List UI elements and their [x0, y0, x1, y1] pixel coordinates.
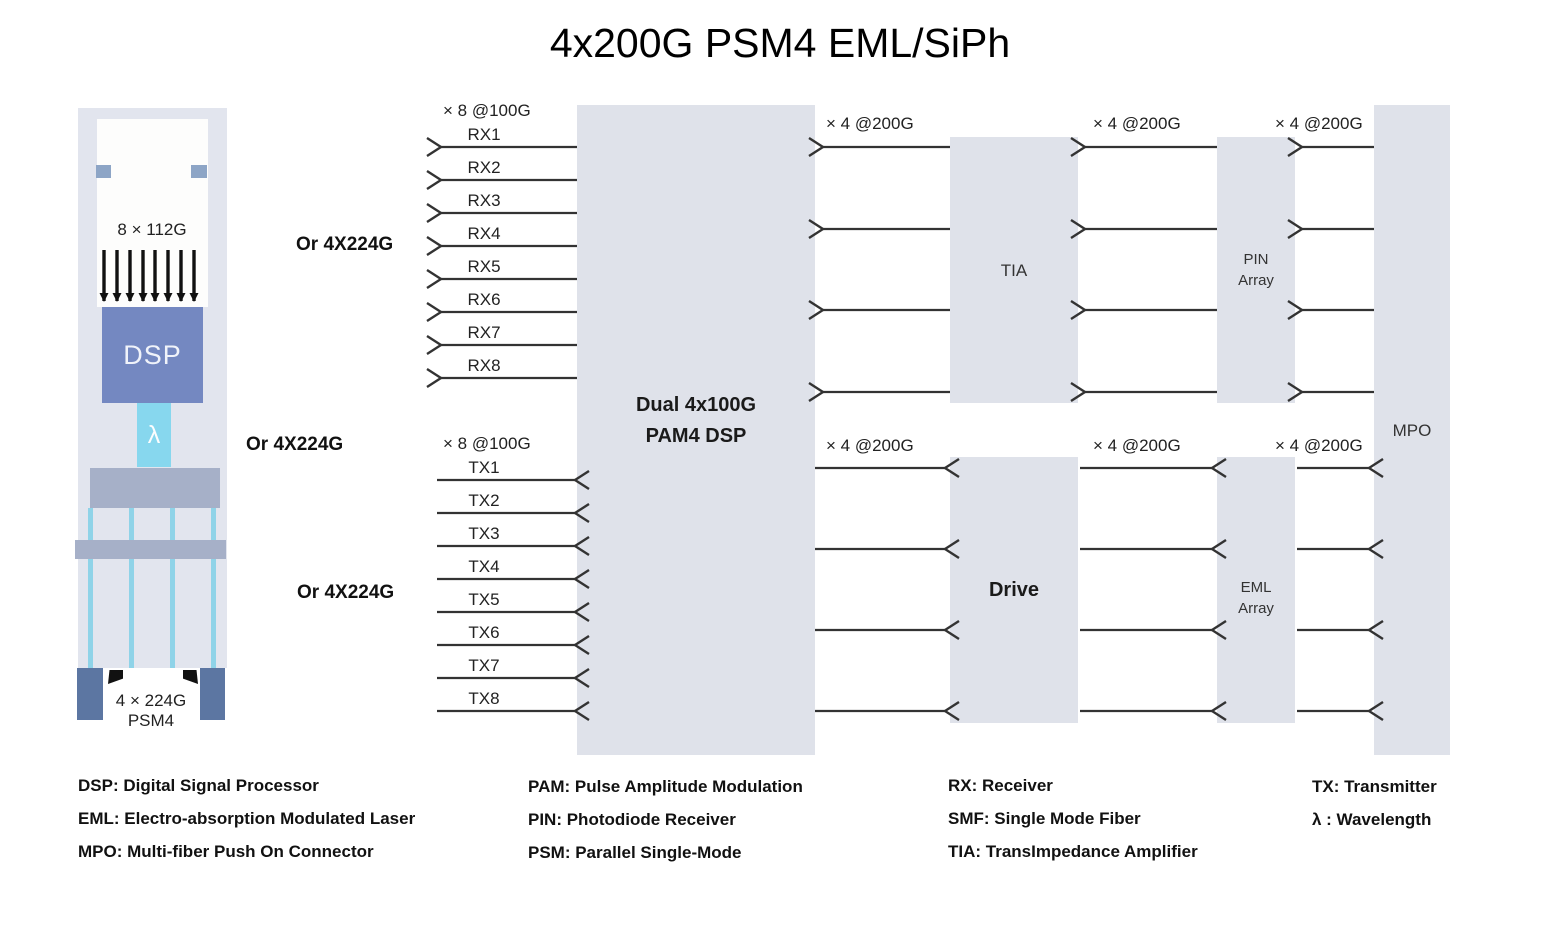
- rx-bus-tia-to-dsp: [822, 147, 950, 392]
- legend-item-rx: RX: Receiver: [948, 776, 1053, 795]
- dsp-block-label-line2: PAM4 DSP: [645, 425, 747, 447]
- tx2-label: TX2: [468, 491, 500, 510]
- legend-item-smf: SMF: Single Mode Fiber: [948, 809, 1141, 828]
- tx1-label: TX1: [468, 458, 500, 477]
- fiber-1: [88, 508, 93, 668]
- module-pad-right: [191, 165, 207, 178]
- legend-item-psm: PSM: Parallel Single-Mode: [528, 843, 742, 862]
- pin-array-block: PIN Array: [1217, 137, 1295, 403]
- rx-bus-label-tia-pin: × 4 @200G: [1093, 114, 1181, 133]
- rx-bus-label-dsp-tia: × 4 @200G: [826, 114, 914, 133]
- module-coupler-bar: [90, 468, 220, 508]
- legend-column-2: PAM: Pulse Amplitude Modulation PIN: Pho…: [528, 777, 803, 863]
- module-dsp-block: DSP: [102, 307, 203, 403]
- eml-array-label-line2: Array: [1238, 600, 1274, 617]
- tia-label: TIA: [1000, 260, 1028, 280]
- mpo-latch-right: [200, 668, 225, 720]
- module-host-rate-label: 8 × 112G: [117, 220, 187, 239]
- rx-bus-mpo-to-pin: [1301, 147, 1374, 392]
- module-host-connector: [97, 119, 208, 307]
- module-line-rate-label: 4 × 224G: [115, 691, 187, 710]
- legend-item-mpo: MPO: Multi-fiber Push On Connector: [78, 842, 374, 861]
- mpo-block: MPO: [1374, 105, 1450, 755]
- legend-column-1: DSP: Digital Signal Processor EML: Elect…: [78, 776, 415, 862]
- legend-item-eml: EML: Electro-absorption Modulated Laser: [78, 809, 416, 828]
- tx3-label: TX3: [468, 524, 500, 543]
- pin-array-label-line2: Array: [1238, 272, 1274, 289]
- tx-bus-eml-to-mpo: [1297, 468, 1370, 711]
- rx1-label: RX1: [467, 125, 501, 144]
- tx-bus-label-eml-mpo: × 4 @200G: [1275, 436, 1363, 455]
- legend-column-3: RX: Receiver SMF: Single Mode Fiber TIA:…: [948, 776, 1198, 862]
- tx6-label: TX6: [468, 623, 500, 642]
- mpo-latch-left: [77, 668, 103, 720]
- rx-group-label: × 8 @100G: [443, 101, 531, 120]
- rx5-label: RX5: [467, 257, 501, 276]
- drive-label: Drive: [988, 578, 1040, 601]
- latch-clip-right: [183, 670, 198, 684]
- dsp-block: [577, 105, 815, 755]
- tx-bus-label-drive-eml: × 4 @200G: [1093, 436, 1181, 455]
- rx-bus-label-pin-mpo: × 4 @200G: [1275, 114, 1363, 133]
- module-line-type-label: PSM4: [127, 711, 175, 730]
- rx-bus-pin-to-tia: [1084, 147, 1217, 392]
- pin-array-label-line1: PIN: [1243, 251, 1269, 268]
- mpo-label: MPO: [1392, 420, 1432, 440]
- tx5-label: TX5: [468, 590, 500, 609]
- module-ferrule-bar: [75, 540, 226, 559]
- tx-group-label: × 8 @100G: [443, 434, 531, 453]
- drive-block: Drive: [950, 457, 1078, 723]
- fiber-2: [129, 508, 134, 668]
- tx-bus-dsp-to-drive: [815, 468, 946, 711]
- legend-item-tx: TX: Transmitter: [1312, 777, 1437, 796]
- legend-item-pam: PAM: Pulse Amplitude Modulation: [528, 777, 803, 796]
- legend-item-lambda: λ : Wavelength: [1312, 810, 1432, 829]
- tx4-label: TX4: [468, 557, 500, 576]
- page-title: 4x200G PSM4 EML/SiPh: [549, 20, 1011, 66]
- rx3-label: RX3: [467, 191, 501, 210]
- rx8-label: RX8: [467, 356, 501, 375]
- dsp-block-label-line1: Dual 4x100G: [635, 394, 757, 416]
- latch-clip-left: [108, 670, 123, 684]
- legend-column-4: TX: Transmitter λ : Wavelength: [1312, 777, 1437, 830]
- alt-option-rx-label: Or 4X224G: [296, 234, 394, 255]
- rx6-label: RX6: [467, 290, 501, 309]
- legend-item-pin: PIN: Photodiode Receiver: [528, 810, 736, 829]
- module-dsp-label: DSP: [123, 339, 182, 370]
- rx7-label: RX7: [467, 323, 501, 342]
- legend-item-dsp: DSP: Digital Signal Processor: [78, 776, 319, 795]
- tx7-label: TX7: [468, 656, 500, 675]
- module-laser-block: λ: [137, 403, 171, 467]
- eml-array-label-line1: EML: [1240, 579, 1272, 596]
- tx8-label: TX8: [468, 689, 500, 708]
- alt-option-tx-label: Or 4X224G: [297, 582, 395, 603]
- rx4-label: RX4: [467, 224, 501, 243]
- tia-block: TIA: [950, 137, 1078, 403]
- rx2-label: RX2: [467, 158, 501, 177]
- alt-option-mid-label: Or 4X224G: [246, 434, 344, 455]
- legend-item-tia: TIA: TransImpedance Amplifier: [948, 842, 1198, 861]
- eml-array-block: EML Array: [1217, 457, 1295, 723]
- dsp-block-label: Dual 4x100G PAM4 DSP: [577, 390, 815, 452]
- tx-bus-label-dsp-drive: × 4 @200G: [826, 436, 914, 455]
- module-wavelength-label: λ: [147, 420, 161, 449]
- fiber-4: [211, 508, 216, 668]
- module-pad-left: [96, 165, 111, 178]
- tx-bus-drive-to-eml: [1080, 468, 1213, 711]
- fiber-3: [170, 508, 175, 668]
